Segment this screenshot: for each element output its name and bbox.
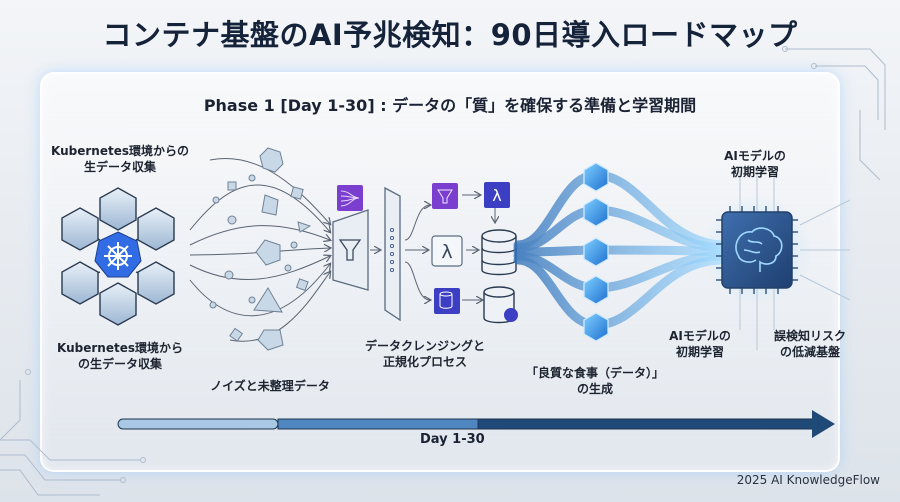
glue-icon <box>432 183 458 209</box>
splitter-panel <box>384 186 401 322</box>
label-noise: ノイズと未整理データ <box>210 379 330 393</box>
label-k8s-top: Kubernetes環境からの 生データ収集 <box>51 144 189 174</box>
circuit-decoration-right <box>782 46 886 181</box>
chip-pins <box>716 206 798 294</box>
footer-credit: 2025 AI KnowledgeFlow <box>736 473 880 487</box>
cube-icon <box>61 187 175 326</box>
timeline-label: Day 1-30 <box>420 432 485 447</box>
page-title: コンテナ基盤のAI予兆検知：90日導入ロードマップ <box>102 18 798 52</box>
crystal-icon <box>209 147 312 351</box>
lambda-icon-main <box>431 235 463 267</box>
label-k8s-bottom: Kubernetes環境から の生データ収集 <box>57 341 183 371</box>
quality-data-cube <box>583 162 609 342</box>
kubernetes-cluster <box>61 187 175 326</box>
phase-title: Phase 1 [Day 1-30] : データの「質」を確保する準備と学習期間 <box>203 96 697 115</box>
label-ai-bottom: AIモデルの 初期学習 <box>669 329 731 359</box>
label-cleansing: データクレンジングと 正規化プロセス <box>364 339 485 369</box>
timeline-arrowhead <box>812 410 835 438</box>
funnel-filter-panel <box>332 209 369 291</box>
lambda-icon <box>484 182 510 208</box>
timeline-bar <box>117 410 835 438</box>
brain-chip-icon <box>721 211 793 289</box>
noise-streams <box>189 158 330 342</box>
funnel-icon <box>338 239 362 261</box>
data-streams <box>513 170 725 330</box>
kinesis-icon <box>337 185 363 211</box>
label-ai-top: AIモデルの 初期学習 <box>724 149 786 179</box>
svg-text:λ: λ <box>441 241 452 263</box>
label-quality-data: 「良質な食事（データ）」 の生成 <box>525 366 664 396</box>
label-risk-reduction: 誤検知リスク の低減基盤 <box>773 329 846 359</box>
svg-text:λ: λ <box>492 186 501 205</box>
circuit-decoration-left <box>0 369 146 496</box>
